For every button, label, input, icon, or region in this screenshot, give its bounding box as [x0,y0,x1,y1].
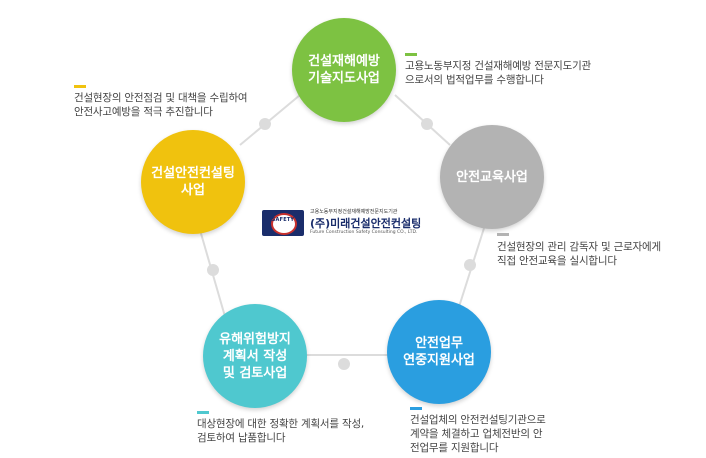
connector-dot [338,358,350,370]
desc-safety-education: 건설현장의 관리 감독자 및 근로자에게 직접 안전교육을 실시합니다 [497,241,661,267]
badge-text: SAFETY [271,217,295,223]
node-safety-consulting: 건설안전컨설팅 사업 [141,130,245,234]
connector-dot [207,264,219,276]
safety-badge-icon: SAFETY [262,210,304,236]
desc-annual-support: 건설업체의 안전컨설팅기관으로 계약을 체결하고 업체전반의 안 전업무를 지원… [410,414,546,454]
desc-technical-guidance: 고용노동부지정 건설재해예방 전문지도기관 으로서의 법적업무를 수행합니다 [405,60,592,86]
desc-marker [497,233,509,236]
desc-marker [410,407,422,410]
node-hazard-plan-label: 유해위험방지 계획서 작성 및 검토사업 [219,331,291,381]
node-safety-education-label: 안전교육사업 [456,169,528,185]
company-english-name: Future Construction Safety Consulting CO… [310,230,418,235]
node-annual-support-label: 안전업무 연중지원사업 [403,336,475,368]
node-technical-guidance: 건설재해예방 기술지도사업 [292,18,396,122]
node-hazard-plan: 유해위험방지 계획서 작성 및 검토사업 [203,304,307,408]
node-safety-education: 안전교육사업 [440,125,544,229]
node-annual-support: 안전업무 연중지원사업 [387,300,491,404]
connector-dot [464,259,476,271]
node-safety-consulting-label: 건설안전컨설팅 사업 [151,166,235,198]
company-name: (주)미래건설안전컨설팅 [310,217,422,230]
logo-subtitle: 고용노동부지정건설재해예방전문지도기관 [310,209,398,215]
desc-marker [405,53,417,56]
connector-dot [259,118,271,130]
company-logo: SAFETY 고용노동부지정건설재해예방전문지도기관 (주)미래건설안전컨설팅 … [262,208,430,240]
node-technical-guidance-label: 건설재해예방 기술지도사업 [308,54,380,86]
connector-dot [421,118,433,130]
desc-marker [197,411,209,414]
desc-safety-consulting: 건설현장의 안전점검 및 대책을 수립하여 안전사고예방을 적극 추진합니다 [74,92,248,118]
desc-marker [74,85,86,88]
desc-hazard-plan: 대상현장에 대한 정확한 계획서를 작성, 검토하여 납품합니다 [197,418,365,444]
